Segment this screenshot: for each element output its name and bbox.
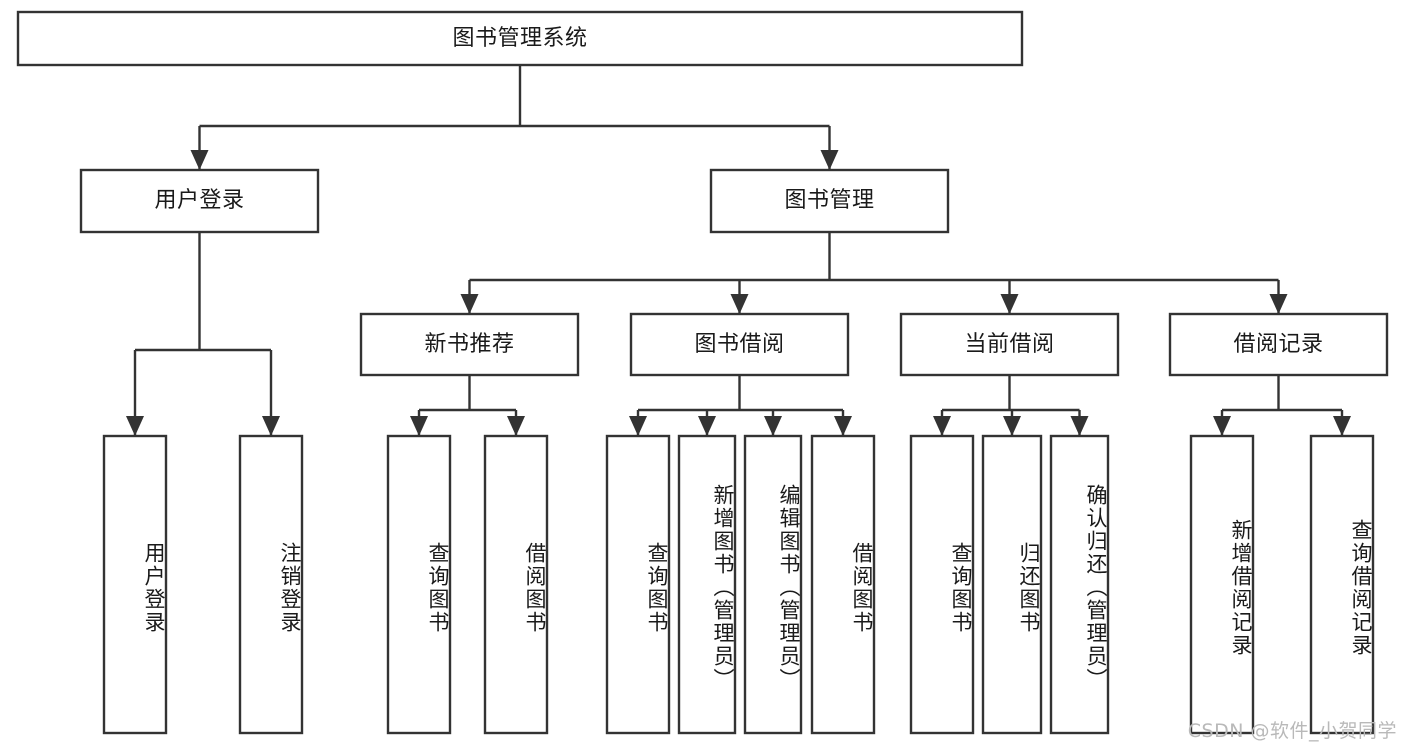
node-box-leaf_edit_book [743,434,803,735]
boxes-layer [16,10,1389,735]
node-box-leaf_logout [238,434,304,735]
arrowhead-book_borrow-leaf_borrow_book_2 [834,416,852,436]
node-box-leaf_add_book [677,434,737,735]
node-box-leaf_borrow_book_1 [483,434,549,735]
arrowhead-book_borrow-leaf_query_book_2 [629,416,647,436]
node-box-root [16,10,1024,67]
node-box-leaf_query_record [1309,434,1375,735]
node-box-current_borrow [899,312,1120,377]
node-box-book_mgmt [709,168,950,234]
node-box-leaf_query_book_2 [605,434,671,735]
arrowhead-borrow_record-leaf_add_record [1213,416,1231,436]
arrowhead-book_mgmt-current_borrow [1000,294,1019,314]
node-box-leaf_add_record [1189,434,1255,735]
arrowhead-root-user_login [190,150,209,170]
node-box-borrow_record [1168,312,1389,377]
node-box-leaf_query_book_3 [909,434,975,735]
arrowhead-current_borrow-leaf_query_book_3 [933,416,951,436]
node-box-new_book_rec [359,312,580,377]
arrowhead-book_mgmt-borrow_record [1269,294,1288,314]
node-box-leaf_confirm_return [1049,434,1110,735]
arrowhead-book_borrow-leaf_edit_book [764,416,782,436]
arrowhead-new_book_rec-leaf_borrow_book_1 [507,416,525,436]
node-box-leaf_query_book_1 [386,434,452,735]
arrowhead-user_login-leaf_logout [262,416,280,436]
node-box-leaf_return_book [981,434,1043,735]
arrowhead-root-book_mgmt [820,150,839,170]
arrowhead-current_borrow-leaf_confirm_return [1070,416,1089,436]
node-box-user_login [79,168,320,234]
arrowhead-borrow_record-leaf_query_record [1333,416,1351,436]
arrowhead-book_borrow-leaf_add_book [698,416,716,436]
edges-layer [126,65,1351,436]
arrowhead-book_mgmt-new_book_rec [460,294,479,314]
arrowhead-user_login-leaf_user_login [126,416,144,436]
arrowhead-current_borrow-leaf_return_book [1003,416,1021,436]
arrowhead-new_book_rec-leaf_query_book_1 [410,416,428,436]
arrowhead-book_mgmt-book_borrow [730,294,749,314]
node-box-book_borrow [629,312,850,377]
node-box-leaf_user_login [102,434,168,735]
node-box-leaf_borrow_book_2 [810,434,876,735]
